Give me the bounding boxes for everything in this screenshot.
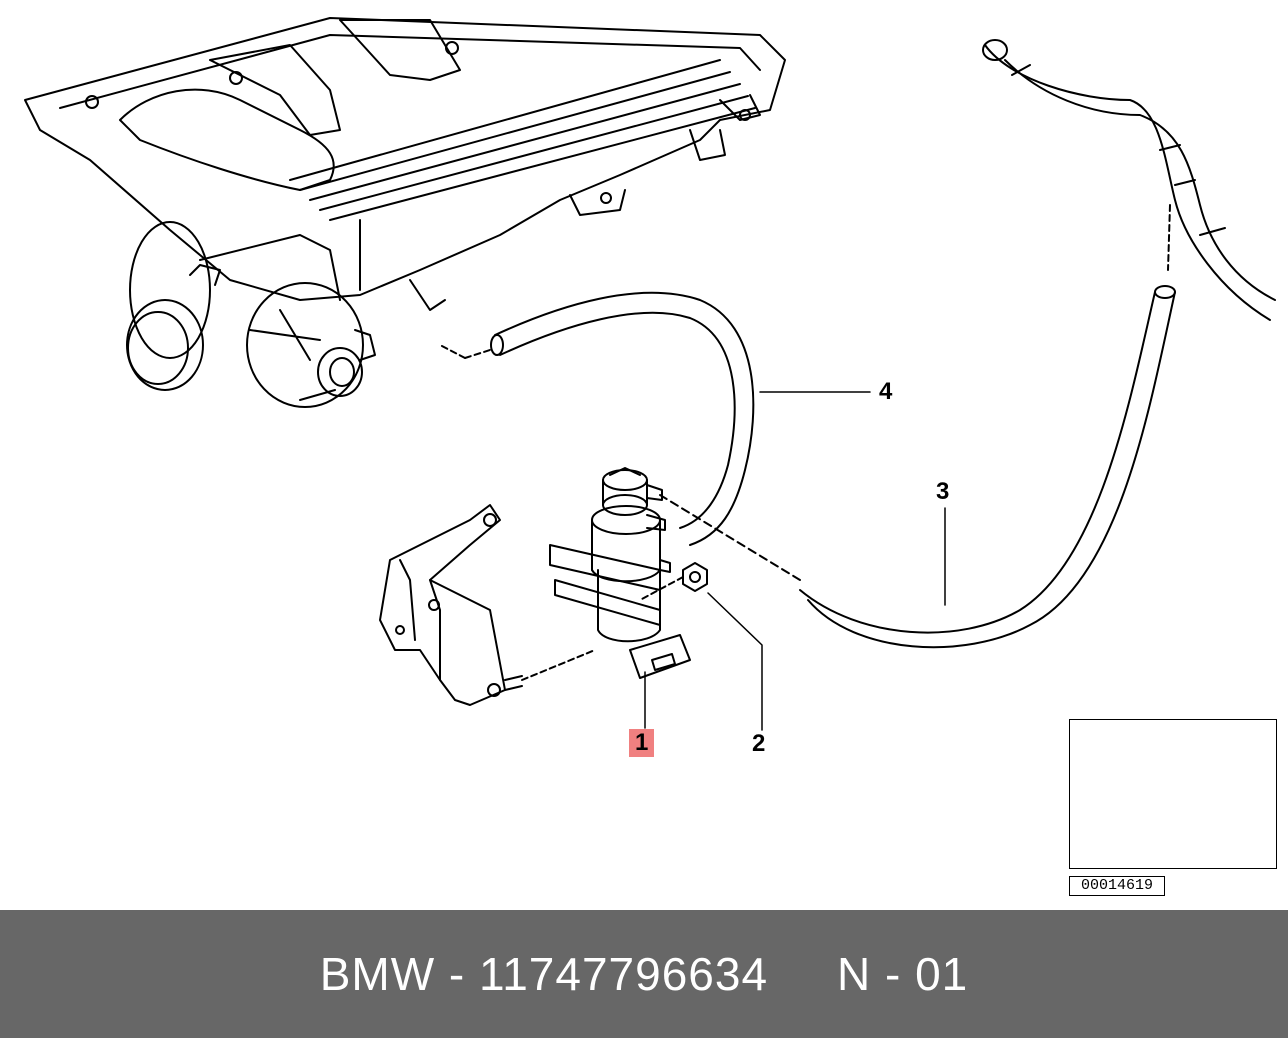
footer-section: N <box>836 948 872 1000</box>
hex-nut <box>639 562 708 601</box>
pressure-converter-valve <box>549 467 691 679</box>
footer-caption: BMW - 11747796634 N - 01 <box>0 910 1288 1038</box>
footer-brand: BMW <box>319 948 436 1000</box>
footer-part-number: 11747796634 <box>479 948 769 1000</box>
hose-3 <box>659 285 1176 649</box>
footer-bar: BMW - 11747796634 N - 01 <box>0 910 1288 1038</box>
parts-diagram: 4 3 2 1 00014619 <box>24 17 1277 896</box>
hose-4 <box>439 291 755 546</box>
callout-1-highlighted: 1 <box>629 729 655 757</box>
callout-2: 2 <box>752 730 766 757</box>
callout-3: 3 <box>936 478 950 505</box>
footer-section-number: 01 <box>915 948 969 1000</box>
mounting-bracket <box>379 504 596 706</box>
footer-separator: - <box>871 948 916 1000</box>
vacuum-line-top-right <box>982 39 1276 321</box>
image-reference-code: 00014619 <box>1069 876 1165 896</box>
callout-4: 4 <box>879 378 893 405</box>
footer-separator: - <box>435 948 480 1000</box>
inset-location-frame <box>1069 719 1277 869</box>
leader-lines <box>644 391 946 731</box>
intake-manifold <box>24 17 786 311</box>
footer-gap <box>768 947 837 1001</box>
throttle-body <box>126 221 376 408</box>
